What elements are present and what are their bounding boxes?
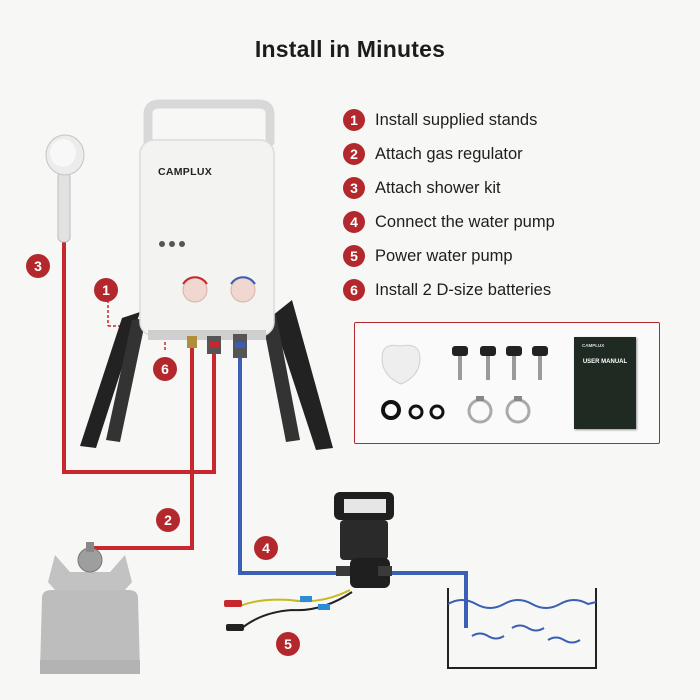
step-number-badge: 1: [343, 109, 365, 131]
callout-badge-6: 6: [153, 357, 177, 381]
hot-water-outlet-icon: [207, 336, 221, 354]
pump-power-wires-icon: [224, 589, 353, 631]
shower-head-icon: [45, 134, 85, 243]
step-number-badge: 6: [343, 279, 365, 301]
callout-badge-2: 2: [156, 508, 180, 532]
step-item: 6 Install 2 D-size batteries: [343, 273, 683, 307]
user-manual-booklet: CAMPLUX USER MANUAL: [574, 337, 636, 429]
manual-title: USER MANUAL: [582, 359, 628, 365]
step-item: 4 Connect the water pump: [343, 205, 683, 239]
step-item: 3 Attach shower kit: [343, 171, 683, 205]
step-item: 2 Attach gas regulator: [343, 137, 683, 171]
hose-clamps-icon: [467, 396, 531, 424]
callout-badge-1: 1: [94, 278, 118, 302]
step-label: Attach gas regulator: [375, 144, 523, 163]
cold-water-inlet-icon: [233, 334, 247, 358]
heater-brand-label: CAMPLUX: [158, 166, 213, 178]
step-label: Install supplied stands: [375, 110, 538, 129]
step-item: 5 Power water pump: [343, 239, 683, 273]
step-item: 1 Install supplied stands: [343, 103, 683, 137]
water-heater-icon: [139, 99, 275, 340]
step-number-badge: 3: [343, 177, 365, 199]
step-label: Connect the water pump: [375, 212, 555, 231]
heater-stand-icon: [80, 300, 333, 450]
stand-screws-icon: [452, 346, 548, 380]
rubber-washers-icon: [381, 400, 445, 420]
callout-badge-3: 3: [26, 254, 50, 278]
water-container-icon: [447, 588, 597, 669]
inlet-water-line: [238, 355, 340, 575]
step-label: Power water pump: [375, 246, 513, 265]
step-number-badge: 5: [343, 245, 365, 267]
pump-outlet-line: [378, 571, 468, 628]
propane-tank-icon: [40, 542, 140, 674]
manual-brand-label: CAMPLUX: [582, 343, 605, 348]
step-label: Install 2 D-size batteries: [375, 280, 552, 299]
callout-badge-4: 4: [254, 536, 278, 560]
gas-hose-line: [88, 345, 194, 550]
shower-holder-icon: [381, 344, 421, 385]
shower-hose-line: [62, 242, 216, 474]
step-number-badge: 4: [343, 211, 365, 233]
step-label: Attach shower kit: [375, 178, 501, 197]
gas-fitting-icon: [187, 336, 197, 348]
water-pump-icon: [334, 492, 394, 588]
step-number-badge: 2: [343, 143, 365, 165]
callout-badge-5: 5: [276, 632, 300, 656]
install-steps-list: 1 Install supplied stands 2 Attach gas r…: [343, 103, 683, 307]
page-title: Install in Minutes: [254, 36, 446, 62]
